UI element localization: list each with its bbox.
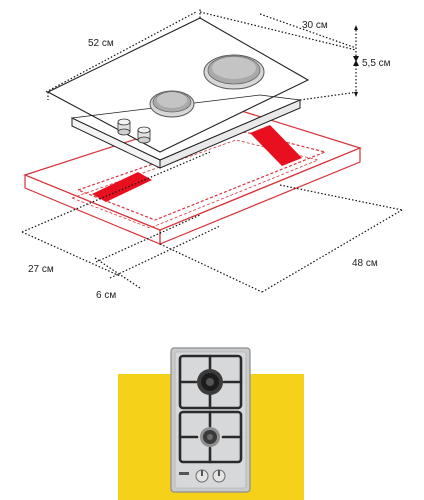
support-strips [92,125,302,202]
label-height: 5,5 см [362,58,391,69]
large-burner [203,54,265,90]
support-strip-back [250,125,302,166]
label-cutout-width: 27 см [28,264,54,275]
dim-line-cutout-width [21,151,211,233]
lower-burner [200,427,220,447]
label-top-width: 52 см [88,38,114,49]
dim-line-edge-offset [94,257,141,289]
label-cutout-depth: 48 см [352,258,378,269]
dimension-lines [21,8,403,293]
upper-grate [178,354,243,410]
lower-grate [178,410,243,464]
countertop-side-face [159,147,361,245]
knob-right [137,126,151,144]
dim-line-top-depth [199,11,357,51]
photo-knobs [195,469,226,483]
hob-product-photo [170,347,251,493]
dim-line-cutout-depth [261,209,403,293]
knob-left [117,118,131,136]
brand-mark [179,472,189,475]
small-burner [149,90,195,118]
support-strip-front [92,172,152,202]
label-edge-offset: 6 см [96,290,116,301]
control-knobs [117,118,151,144]
label-top-depth: 30 см [302,20,328,31]
dim-line-top-width [45,11,197,93]
upper-burner [197,369,223,395]
hob [46,17,310,169]
dimension-arrows [353,25,359,97]
